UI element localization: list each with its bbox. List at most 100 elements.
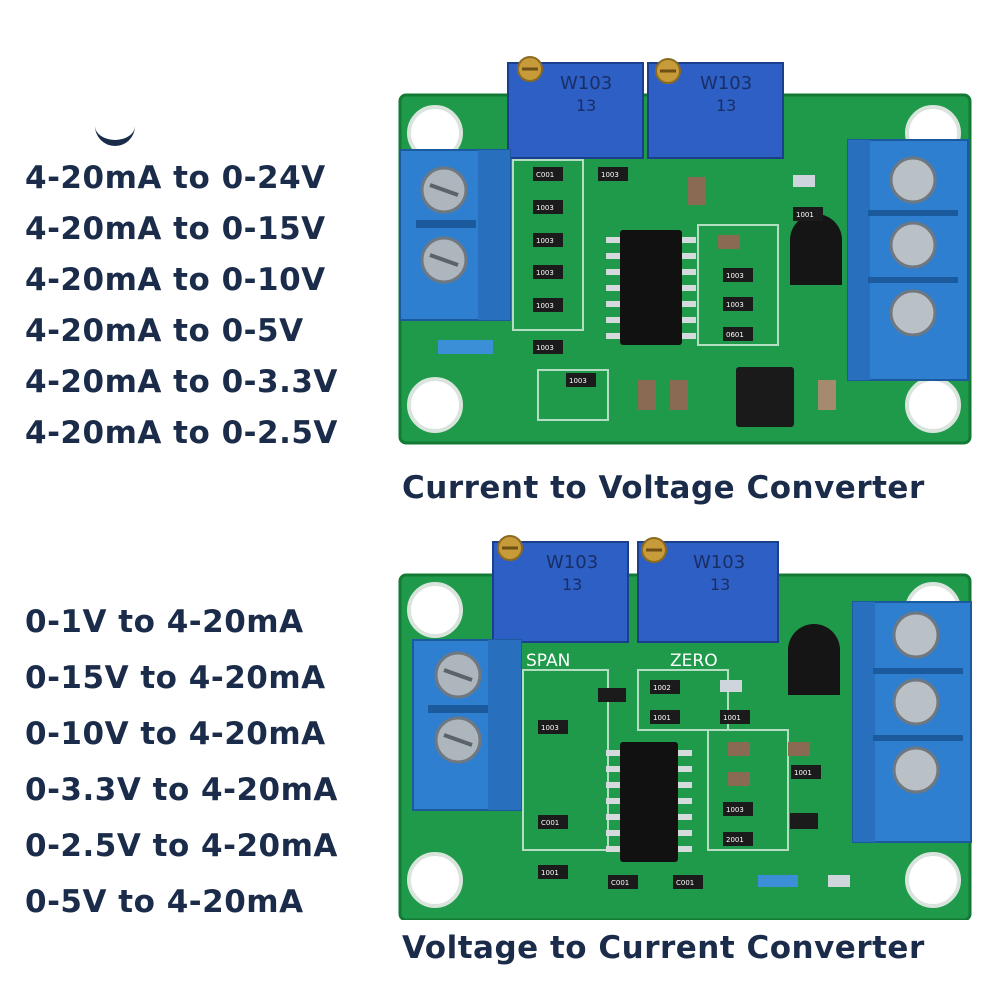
resistor-code: 1003 [726, 806, 744, 814]
resistor-code: 1003 [726, 301, 744, 309]
resistor [538, 865, 568, 879]
resistor-code: 1003 [536, 237, 554, 245]
resistor-code: C001 [541, 819, 559, 827]
voltage-to-current-range-list: 0-1V to 4-20mA 0-15V to 4-20mA 0-10V to … [25, 594, 338, 920]
current-to-voltage-board-photo: W103 13 W103 13 C [398, 56, 972, 445]
resistor [608, 875, 638, 889]
pot-sub-label: 13 [576, 96, 596, 115]
screw-icon [892, 611, 940, 659]
range-item: 0-10V to 4-20mA [25, 716, 326, 752]
resistor [533, 265, 563, 279]
output-terminal-block [847, 139, 969, 381]
pot-sub-label: 13 [716, 96, 736, 115]
screw-icon [892, 746, 940, 794]
range-item: 4-20mA to 0-5V [25, 313, 304, 349]
resistor-code: 1003 [726, 272, 744, 280]
resistor [723, 268, 753, 282]
pot-label: W103 [546, 552, 598, 573]
screw-icon [889, 221, 937, 269]
resistor-code: 1003 [541, 724, 559, 732]
transistor-smd [598, 688, 626, 702]
range-item: 4-20mA to 0-2.5V [25, 415, 338, 451]
voltage-to-current-caption: Voltage to Current Converter [402, 930, 925, 966]
op-amp-chip [620, 230, 682, 345]
led [720, 680, 742, 692]
pot-sub-label: 13 [710, 575, 730, 594]
resistor-code: 1002 [653, 684, 671, 692]
resistor-code: 1001 [794, 769, 812, 777]
capacitor [818, 380, 836, 410]
resistor [538, 815, 568, 829]
output-terminal-block [852, 601, 972, 843]
resistor [438, 340, 493, 354]
decorative-arc [95, 118, 135, 146]
potentiometer: W103 13 [647, 58, 784, 159]
screw-icon [892, 678, 940, 726]
resistor-code: 1003 [536, 269, 554, 277]
screw-icon [889, 156, 937, 204]
span-label: SPAN [526, 651, 570, 671]
range-item: 4-20mA to 0-3.3V [25, 364, 338, 400]
capacitor [638, 380, 656, 410]
led [828, 875, 850, 887]
range-item: 0-1V to 4-20mA [25, 604, 304, 640]
range-item: 4-20mA to 0-24V [25, 160, 326, 196]
regulator-chip [736, 367, 794, 427]
capacitor [728, 742, 750, 756]
range-item: 0-5V to 4-20mA [25, 884, 304, 920]
resistor [598, 167, 628, 181]
resistor-code: 1003 [536, 204, 554, 212]
resistor-code: 2001 [726, 836, 744, 844]
resistor [791, 765, 821, 779]
potentiometer: W103 13 [507, 56, 644, 159]
current-to-voltage-caption: Current to Voltage Converter [402, 470, 925, 506]
resistor [723, 327, 753, 341]
range-item: 4-20mA to 0-15V [25, 211, 326, 247]
capacitor [788, 742, 810, 756]
screw-icon [889, 289, 937, 337]
input-terminal-block [412, 639, 522, 811]
resistor [723, 832, 753, 846]
transistor [790, 214, 842, 285]
mounting-hole [407, 582, 463, 638]
resistor-code: 1003 [536, 344, 554, 352]
resistor-code: 1001 [796, 211, 814, 219]
pot-label: W103 [693, 552, 745, 573]
resistor [533, 298, 563, 312]
resistor [650, 680, 680, 694]
resistor-code: C001 [676, 879, 694, 887]
mounting-hole [407, 852, 463, 908]
resistor-code: C001 [611, 879, 629, 887]
resistor [533, 340, 563, 354]
resistor [650, 710, 680, 724]
op-amp-chip [620, 742, 678, 862]
mounting-hole [905, 377, 961, 433]
capacitor [728, 772, 750, 786]
resistor-code: 1001 [723, 714, 741, 722]
resistor [758, 875, 798, 887]
resistor [566, 373, 596, 387]
resistor-code: 1003 [569, 377, 587, 385]
resistor-code: 1003 [601, 171, 619, 179]
mounting-hole [905, 852, 961, 908]
resistor-code: 0601 [726, 331, 744, 339]
mounting-hole [407, 377, 463, 433]
resistor-code: C001 [536, 171, 554, 179]
pot-sub-label: 13 [562, 575, 582, 594]
current-to-voltage-range-list: 4-20mA to 0-24V 4-20mA to 0-15V 4-20mA t… [25, 153, 338, 459]
led [793, 175, 815, 187]
transistor-smd [790, 813, 818, 829]
resistor [533, 233, 563, 247]
resistor [723, 297, 753, 311]
resistor [723, 802, 753, 816]
range-item: 0-15V to 4-20mA [25, 660, 326, 696]
resistor [673, 875, 703, 889]
voltage-to-current-board-photo: W103 13 W103 13 SPAN ZERO [398, 535, 972, 920]
resistor [720, 710, 750, 724]
range-item: 0-3.3V to 4-20mA [25, 772, 338, 808]
resistor-code: 1001 [653, 714, 671, 722]
resistor [793, 207, 823, 221]
pot-label: W103 [560, 73, 612, 94]
range-item: 0-2.5V to 4-20mA [25, 828, 338, 864]
potentiometer: W103 13 [637, 537, 779, 643]
